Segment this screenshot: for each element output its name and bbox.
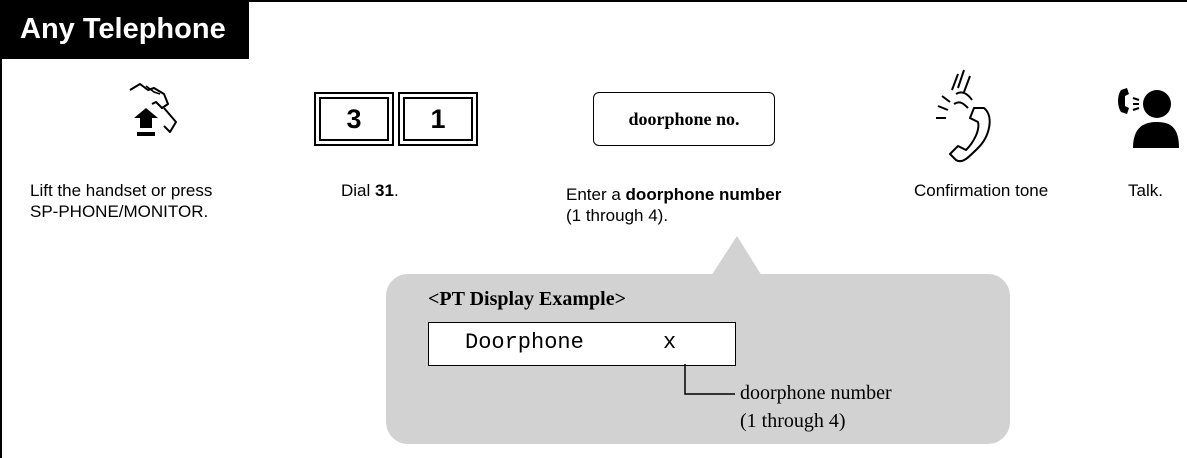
step-1-line-2: SP-PHONE/MONITOR. [30, 202, 209, 221]
talk-icon [1118, 88, 1179, 148]
display-text: Doorphone [465, 330, 584, 355]
doorphone-key-label: doorphone no. [628, 108, 740, 129]
note-line-1: doorphone number [740, 382, 892, 404]
step-2-bold: 31 [375, 181, 394, 200]
step-3-caption: Enter a doorphone number (1 through 4). [566, 184, 781, 226]
step-1-caption: Lift the handset or press SP-PHONE/MONIT… [30, 180, 212, 222]
step-5-caption: Talk. [1128, 181, 1163, 200]
dial-key-1: 1 [398, 92, 478, 146]
step-2-caption: Dial 31. [341, 180, 399, 201]
dial-key-3: 3 [314, 92, 394, 146]
step-1-line-1: Lift the handset or press [30, 181, 213, 200]
leader-line [684, 364, 735, 395]
step-2-suffix: . [393, 181, 399, 200]
dial-key-3-label: 3 [346, 103, 362, 134]
section-header: Any Telephone [0, 0, 249, 59]
ringing-handset-icon [936, 69, 991, 163]
step-2-prefix: Dial [341, 181, 376, 200]
pt-display-screen [428, 322, 736, 366]
note-line-2: (1 through 4) [740, 410, 846, 432]
step-4-caption: Confirmation tone [914, 181, 1049, 200]
doorphone-number-key: doorphone no. [593, 92, 775, 146]
step-3-line-2: (1 through 4). [566, 206, 669, 225]
frame-top-border [0, 0, 1187, 2]
step-3-prefix: Enter a [566, 185, 626, 204]
dial-key-1-label: 1 [430, 103, 446, 134]
handset-lift-icon [129, 83, 177, 136]
display-variable: x [663, 330, 677, 355]
step-3-bold: doorphone number [625, 185, 782, 204]
frame-left-border [0, 0, 2, 458]
callout-title: <PT Display Example> [428, 288, 627, 310]
